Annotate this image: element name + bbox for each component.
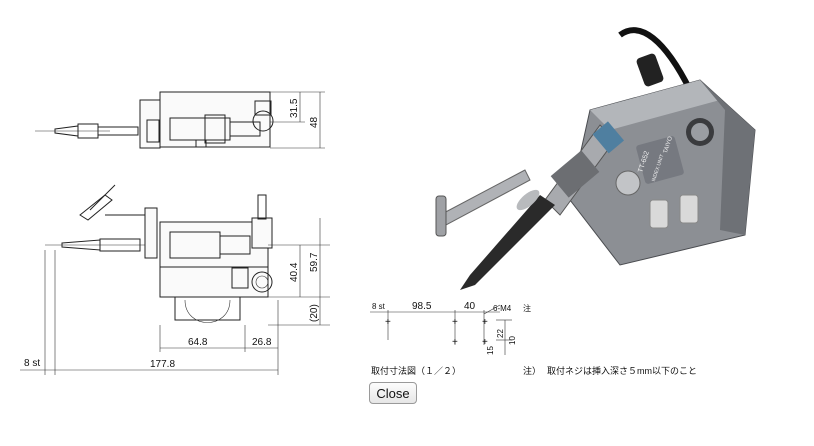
mount-dimension-drawing: 8 st 98.5 40 6-M4 注 + + + + + 22 10 15 [370,301,531,355]
mount-dim-22: 22 [496,329,505,338]
mount-dim-40: 40 [464,301,476,312]
mount-hole-mark-5: + [482,337,488,348]
top-view-drawing: 31.5 48 [35,91,325,149]
product-figure: 31.5 48 40.4 59.7 (20) [20,27,756,375]
mount-note-mark: 注 [523,303,531,313]
mount-hole-mark-2: + [452,317,458,328]
side-dim-26-8: 26.8 [252,337,272,348]
close-button[interactable]: Close [369,382,417,404]
side-dim-59-7: 59.7 [309,252,320,272]
mount-dim-98-5: 98.5 [412,301,432,312]
mount-holes: 6-M4 [493,304,512,313]
mount-stroke: 8 st [372,302,386,311]
mount-caption-title: 取付寸法図（１／２） [371,366,462,376]
mount-caption-note-label: 注） [523,366,542,376]
side-view-drawing: 40.4 59.7 (20) 64.8 26.8 8 st 177.8 [20,184,330,375]
side-dim-177-8: 177.8 [150,359,175,370]
mount-dim-10: 10 [508,336,517,345]
side-dim-64-8: 64.8 [188,337,208,348]
side-dim-20: (20) [309,304,320,322]
figure-canvas: 31.5 48 40.4 59.7 (20) [20,27,756,375]
side-dim-stroke: 8 st [24,358,40,369]
mount-hole-mark-3: + [482,317,488,328]
mount-caption-note-text: 取付ネジは挿入深さ５mm以下のこと [547,366,697,376]
mount-hole-mark-4: + [452,337,458,348]
mount-hole-mark-1: + [385,317,391,328]
top-dim-48: 48 [309,116,320,128]
side-dim-40-4: 40.4 [289,262,300,282]
top-dim-31-5: 31.5 [289,98,300,118]
photo-label-brand: TAIYO [663,136,674,155]
product-photo: TT-652 TAIYO INDEX UNIT [435,27,756,290]
mount-dim-15: 15 [486,346,495,355]
